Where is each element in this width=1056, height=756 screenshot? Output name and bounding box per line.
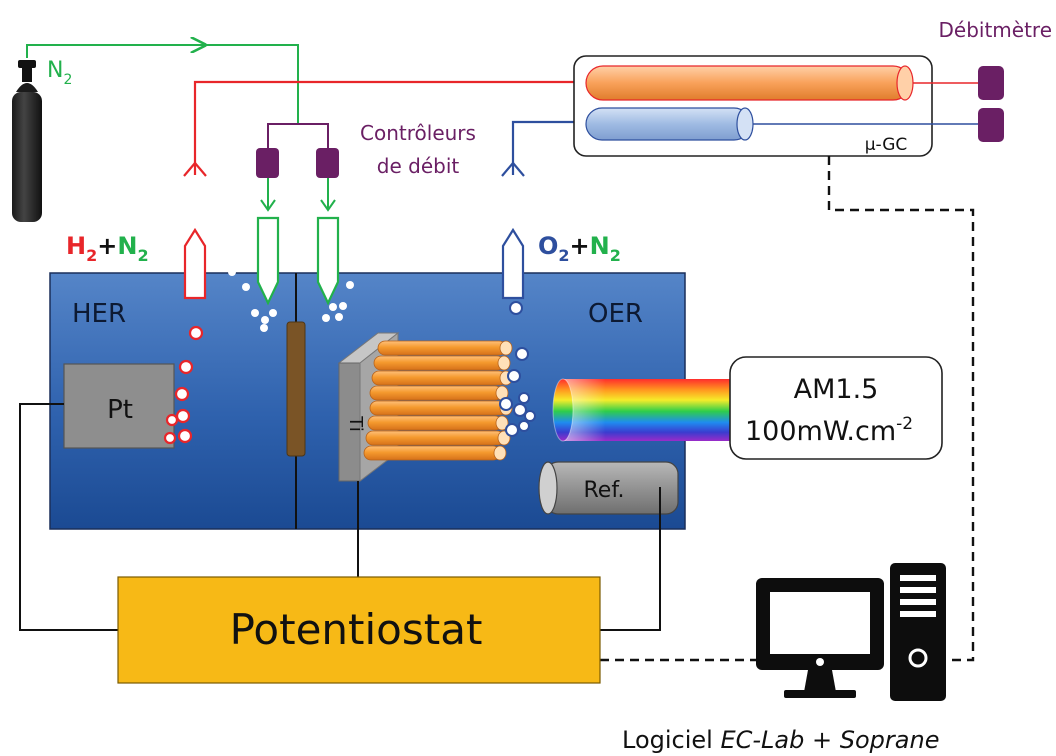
light-source-box [729,356,943,460]
n2-inlet-tube-left [256,216,280,306]
gc-data-cable [827,156,975,662]
gc-column-blue [585,107,754,141]
flowmeter-label: Débitmètre [938,18,1052,42]
gc-column-orange [585,65,914,101]
flow-controller-right [316,148,339,178]
ref-label: Ref. [584,478,625,503]
membrane [286,321,306,457]
n2-inlet-tube-right [316,216,340,306]
h2-n2-label: H2+N2 [66,232,149,265]
light-label-line1: AM1.5 [794,374,879,405]
flow-controller-splitter [267,123,329,148]
n2-supply-line [26,45,299,124]
software-label: Logiciel EC-Lab + Soprane [622,726,939,754]
o2-outlet-tube [501,227,525,300]
electrical-wiring [19,403,661,631]
potentiostat-box [117,576,601,684]
h2-outlet-line [183,80,588,177]
h2-bubbles [163,325,204,445]
potentiostat-label: Potentiostat [230,605,483,654]
n2-bubbles [228,268,354,332]
n2-source-label: N2 [47,58,72,88]
h2-outlet-tube [183,227,207,300]
pt-electrode [63,363,175,449]
flowmeter-top [978,66,1004,100]
n2-gas-cylinder [12,60,42,222]
computer-tower-icon [890,563,946,701]
reference-electrode [538,461,679,515]
o2-bubbles [499,301,536,437]
micro-gc-label: µ-GC [865,135,908,155]
flowmeter-bottom [978,108,1004,142]
oer-label: OER [588,299,643,329]
light-beam [552,378,739,442]
ti-label: Ti [345,415,366,431]
pt-label: Pt [107,395,133,425]
o2-n2-label: O2+N2 [538,232,621,265]
monitor-icon [756,578,884,698]
light-label-line2: 100mW.cm-2 [745,414,913,447]
tio2-nanotube-array [363,340,513,461]
her-label: HER [72,299,126,329]
controllers-label-line1: Contrôleurs [360,121,476,145]
controllers-label-line2: de débit [377,154,460,178]
flow-controller-left [256,148,279,178]
o2-outlet-line [501,120,588,177]
